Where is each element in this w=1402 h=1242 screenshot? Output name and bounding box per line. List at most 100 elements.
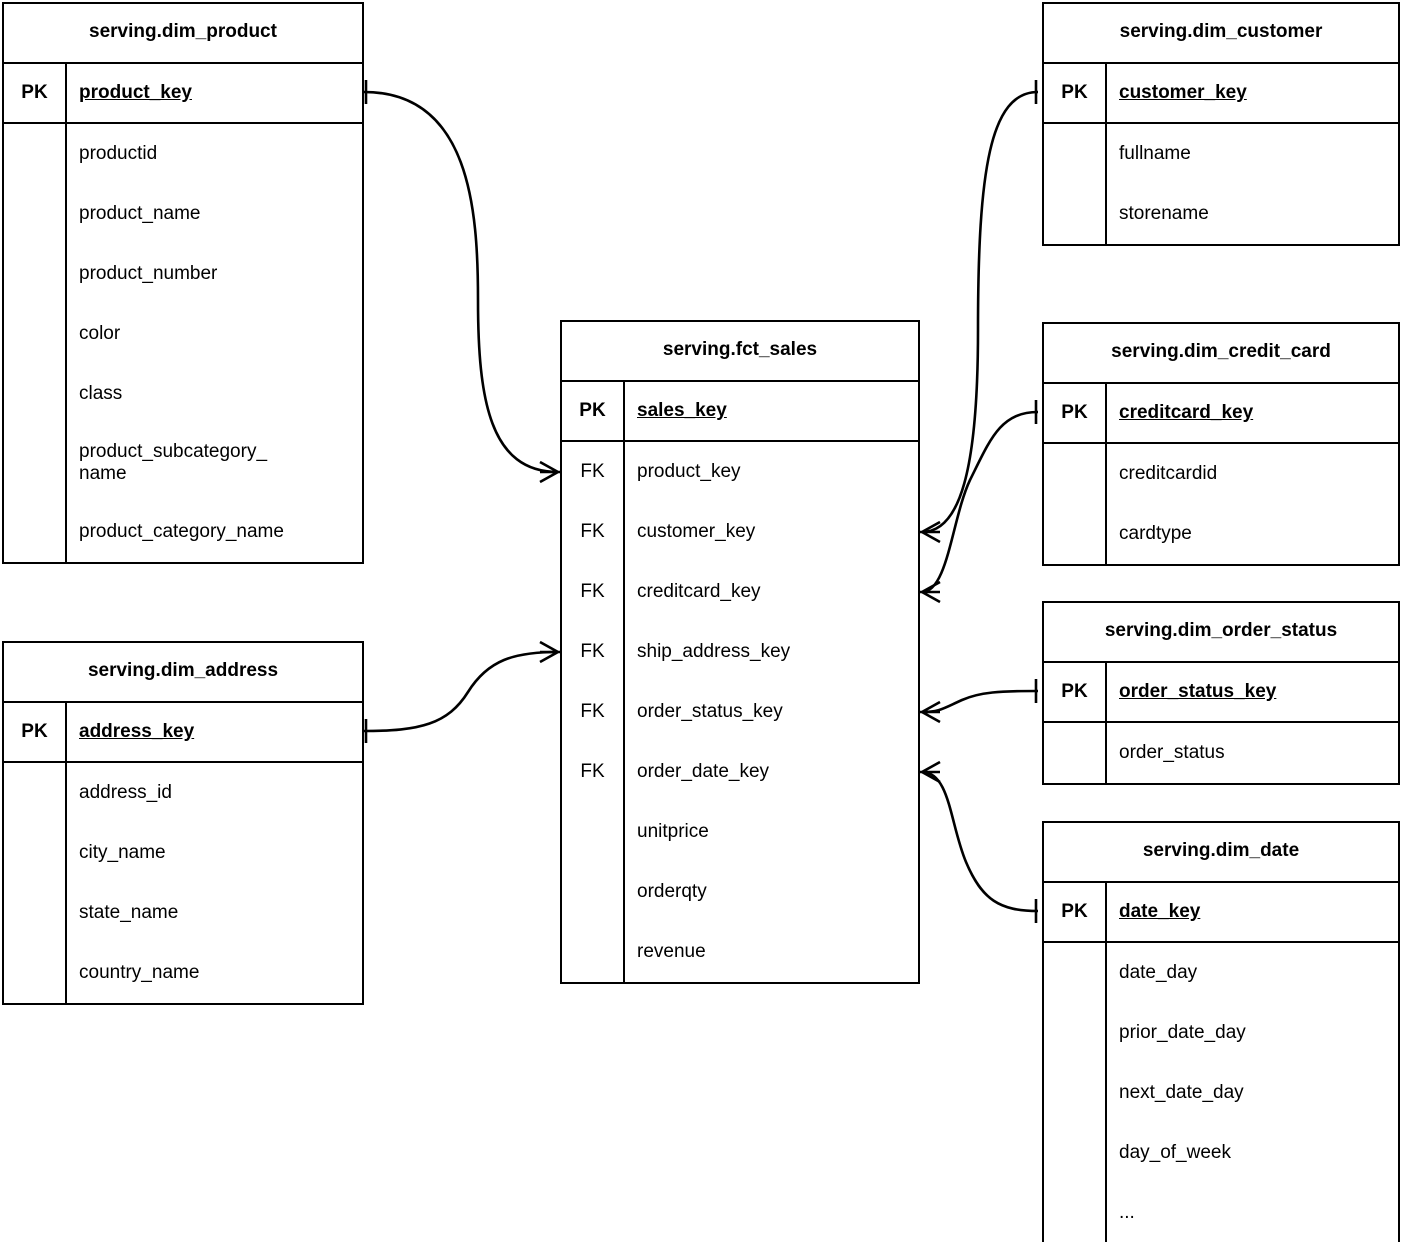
field-list: address_id city_name state_name country_… (67, 763, 362, 1003)
field-row: creditcardid (1119, 462, 1218, 484)
pk-tag: PK (1061, 901, 1088, 922)
field-list: creditcardid cardtype (1107, 444, 1398, 564)
pk-field-name: product_key (79, 81, 192, 103)
field-row: day_of_week (1119, 1141, 1231, 1163)
measure-row: revenue (637, 940, 706, 962)
crowfoot-address (539, 640, 560, 664)
pk-row: PK customer_key (1044, 64, 1398, 124)
entity-dim-product[interactable]: serving.dim_product PK product_key produ… (2, 2, 364, 564)
column-divider (1105, 64, 1107, 122)
pk-tag: PK (21, 82, 48, 103)
entity-dim-address[interactable]: serving.dim_address PK address_key addre… (2, 641, 364, 1005)
fk-field-row: creditcard_key (637, 580, 761, 602)
pk-field-name: customer_key (1119, 81, 1247, 103)
entity-dim-date[interactable]: serving.dim_date PK date_key date_day pr… (1042, 821, 1400, 1242)
pk-row: PK creditcard_key (1044, 384, 1398, 444)
connector-customer (921, 90, 1039, 534)
field-row: color (79, 322, 121, 344)
pk-row: PK address_key (4, 703, 362, 763)
tag-spacer (562, 922, 623, 982)
column-divider (65, 703, 67, 761)
pk-field-name: address_key (79, 720, 195, 742)
fk-field-row: product_key (637, 460, 741, 482)
field-row: order_status (1119, 741, 1225, 763)
fk-tag: FK (580, 701, 605, 722)
field-row: class (79, 382, 123, 404)
column-divider (1105, 384, 1107, 442)
connector-creditcard (921, 410, 1039, 594)
column-divider (1105, 883, 1107, 941)
pk-tag: PK (1061, 402, 1088, 423)
field-list: fullname storename (1107, 124, 1398, 244)
field-row: date_day (1119, 961, 1198, 983)
field-row: state_name (79, 901, 179, 923)
field-row: product_subcategory_ name (79, 440, 268, 484)
entity-title: serving.dim_credit_card (1044, 324, 1398, 384)
fk-tag: FK (580, 461, 605, 482)
column-divider (1105, 723, 1107, 783)
pk-row: PK order_status_key (1044, 663, 1398, 723)
crowfoot-product (539, 460, 560, 484)
entity-body: productid product_name product_number co… (4, 124, 362, 562)
field-row: fullname (1119, 142, 1191, 164)
entity-body: order_status (1044, 723, 1398, 783)
measure-row: unitprice (637, 820, 709, 842)
field-row: address_id (79, 781, 172, 803)
connector-product (363, 90, 559, 474)
column-divider (623, 442, 625, 982)
tag-column: FK FK FK FK FK FK (562, 442, 623, 982)
field-row: country_name (79, 961, 200, 983)
entity-body: FK FK FK FK FK FK product_key customer_k… (562, 442, 918, 982)
tag-column (4, 763, 65, 1003)
entity-title: serving.dim_address (4, 643, 362, 703)
field-list: order_status (1107, 723, 1398, 783)
tag-column (1044, 943, 1105, 1242)
entity-title: serving.fct_sales (562, 322, 918, 382)
entity-fct-sales[interactable]: serving.fct_sales PK sales_key FK FK FK … (560, 320, 920, 984)
pk-field-name: order_status_key (1119, 680, 1277, 702)
entity-body: creditcardid cardtype (1044, 444, 1398, 564)
tag-column (1044, 444, 1105, 564)
entity-dim-order-status[interactable]: serving.dim_order_status PK order_status… (1042, 601, 1400, 785)
connector-date (921, 770, 1039, 913)
pk-row: PK date_key (1044, 883, 1398, 943)
field-list: date_day prior_date_day next_date_day da… (1107, 943, 1398, 1242)
crowfoot-customer (920, 520, 941, 544)
crowfoot-creditcard (920, 580, 941, 604)
entity-dim-customer[interactable]: serving.dim_customer PK customer_key ful… (1042, 2, 1400, 246)
pk-field-name: sales_key (637, 399, 727, 421)
field-row: storename (1119, 202, 1209, 224)
entity-body: date_day prior_date_day next_date_day da… (1044, 943, 1398, 1242)
field-row: product_number (79, 262, 218, 284)
entity-title: serving.dim_date (1044, 823, 1398, 883)
pk-field-name: creditcard_key (1119, 401, 1254, 423)
field-row: product_category_name (79, 520, 284, 542)
entity-title: serving.dim_product (4, 4, 362, 64)
crowfoot-orderstatus (920, 700, 941, 724)
entity-dim-credit-card[interactable]: serving.dim_credit_card PK creditcard_ke… (1042, 322, 1400, 566)
column-divider (65, 64, 67, 122)
field-list: productid product_name product_number co… (67, 124, 362, 562)
pk-row: PK sales_key (562, 382, 918, 442)
pk-row: PK product_key (4, 64, 362, 124)
field-row: productid (79, 142, 158, 164)
entity-body: fullname storename (1044, 124, 1398, 244)
crowfoot-date (920, 760, 941, 784)
column-divider (1105, 663, 1107, 721)
pk-field-name: date_key (1119, 900, 1201, 922)
fk-tag: FK (580, 641, 605, 662)
column-divider (65, 124, 67, 562)
pk-tag: PK (1061, 82, 1088, 103)
pk-tag: PK (21, 721, 48, 742)
fk-tag: FK (580, 521, 605, 542)
fk-field-row: order_date_key (637, 760, 770, 782)
column-divider (623, 382, 625, 440)
fk-tag: FK (580, 761, 605, 782)
tag-column (1044, 124, 1105, 244)
column-divider (1105, 124, 1107, 244)
fk-tag: FK (580, 581, 605, 602)
tag-column (1044, 723, 1105, 783)
measure-row: orderqty (637, 880, 707, 902)
field-list: product_key customer_key creditcard_key … (625, 442, 918, 982)
tag-spacer (562, 862, 623, 922)
